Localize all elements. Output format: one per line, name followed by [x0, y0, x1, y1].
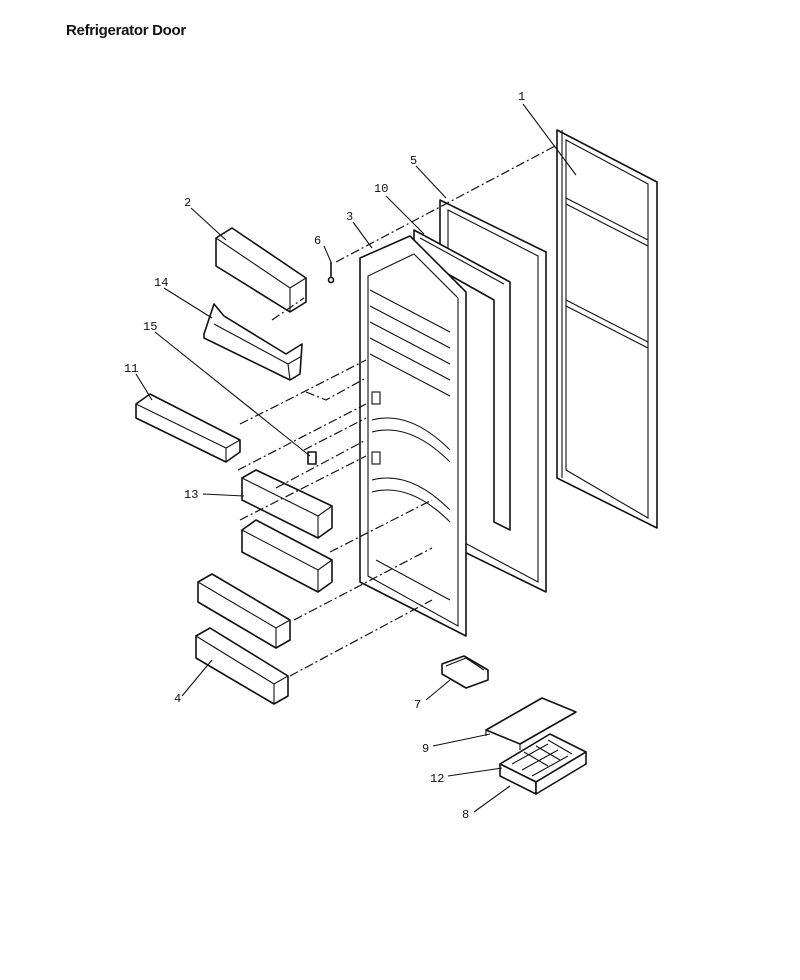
part-8-ice-bin [499, 751, 587, 795]
page-title: Refrigerator Door [66, 22, 186, 39]
alignment-lines [237, 144, 558, 677]
callout-5: 5 [410, 154, 417, 168]
callout-1: 1 [518, 90, 525, 104]
part-15-clip [307, 451, 317, 465]
part-11-door-shelf-bin [135, 393, 241, 463]
part-2-dairy-door [215, 227, 307, 313]
part-14-dairy-bin [203, 303, 303, 381]
callout-8: 8 [462, 808, 469, 822]
part-3-inner-door-liner [359, 235, 467, 637]
callout-3: 3 [346, 210, 353, 224]
callout-6: 6 [314, 234, 321, 248]
part-13-door-shelf-bins [241, 469, 333, 593]
callout-13: 13 [184, 488, 198, 502]
callout-4: 4 [174, 692, 181, 706]
callout-11: 11 [124, 362, 138, 376]
part-4-door-shelf-bins [195, 573, 291, 705]
part-6-screw [327, 262, 335, 284]
callout-15: 15 [143, 320, 157, 334]
callout-9: 9 [422, 742, 429, 756]
callout-14: 14 [154, 276, 168, 290]
callout-leaders [135, 103, 577, 813]
callout-2: 2 [184, 196, 191, 210]
callout-7: 7 [414, 698, 421, 712]
part-7-small-tray [441, 655, 489, 689]
callout-10: 10 [374, 182, 388, 196]
part-1-outer-door-panel [556, 129, 658, 529]
callout-12: 12 [430, 772, 444, 786]
